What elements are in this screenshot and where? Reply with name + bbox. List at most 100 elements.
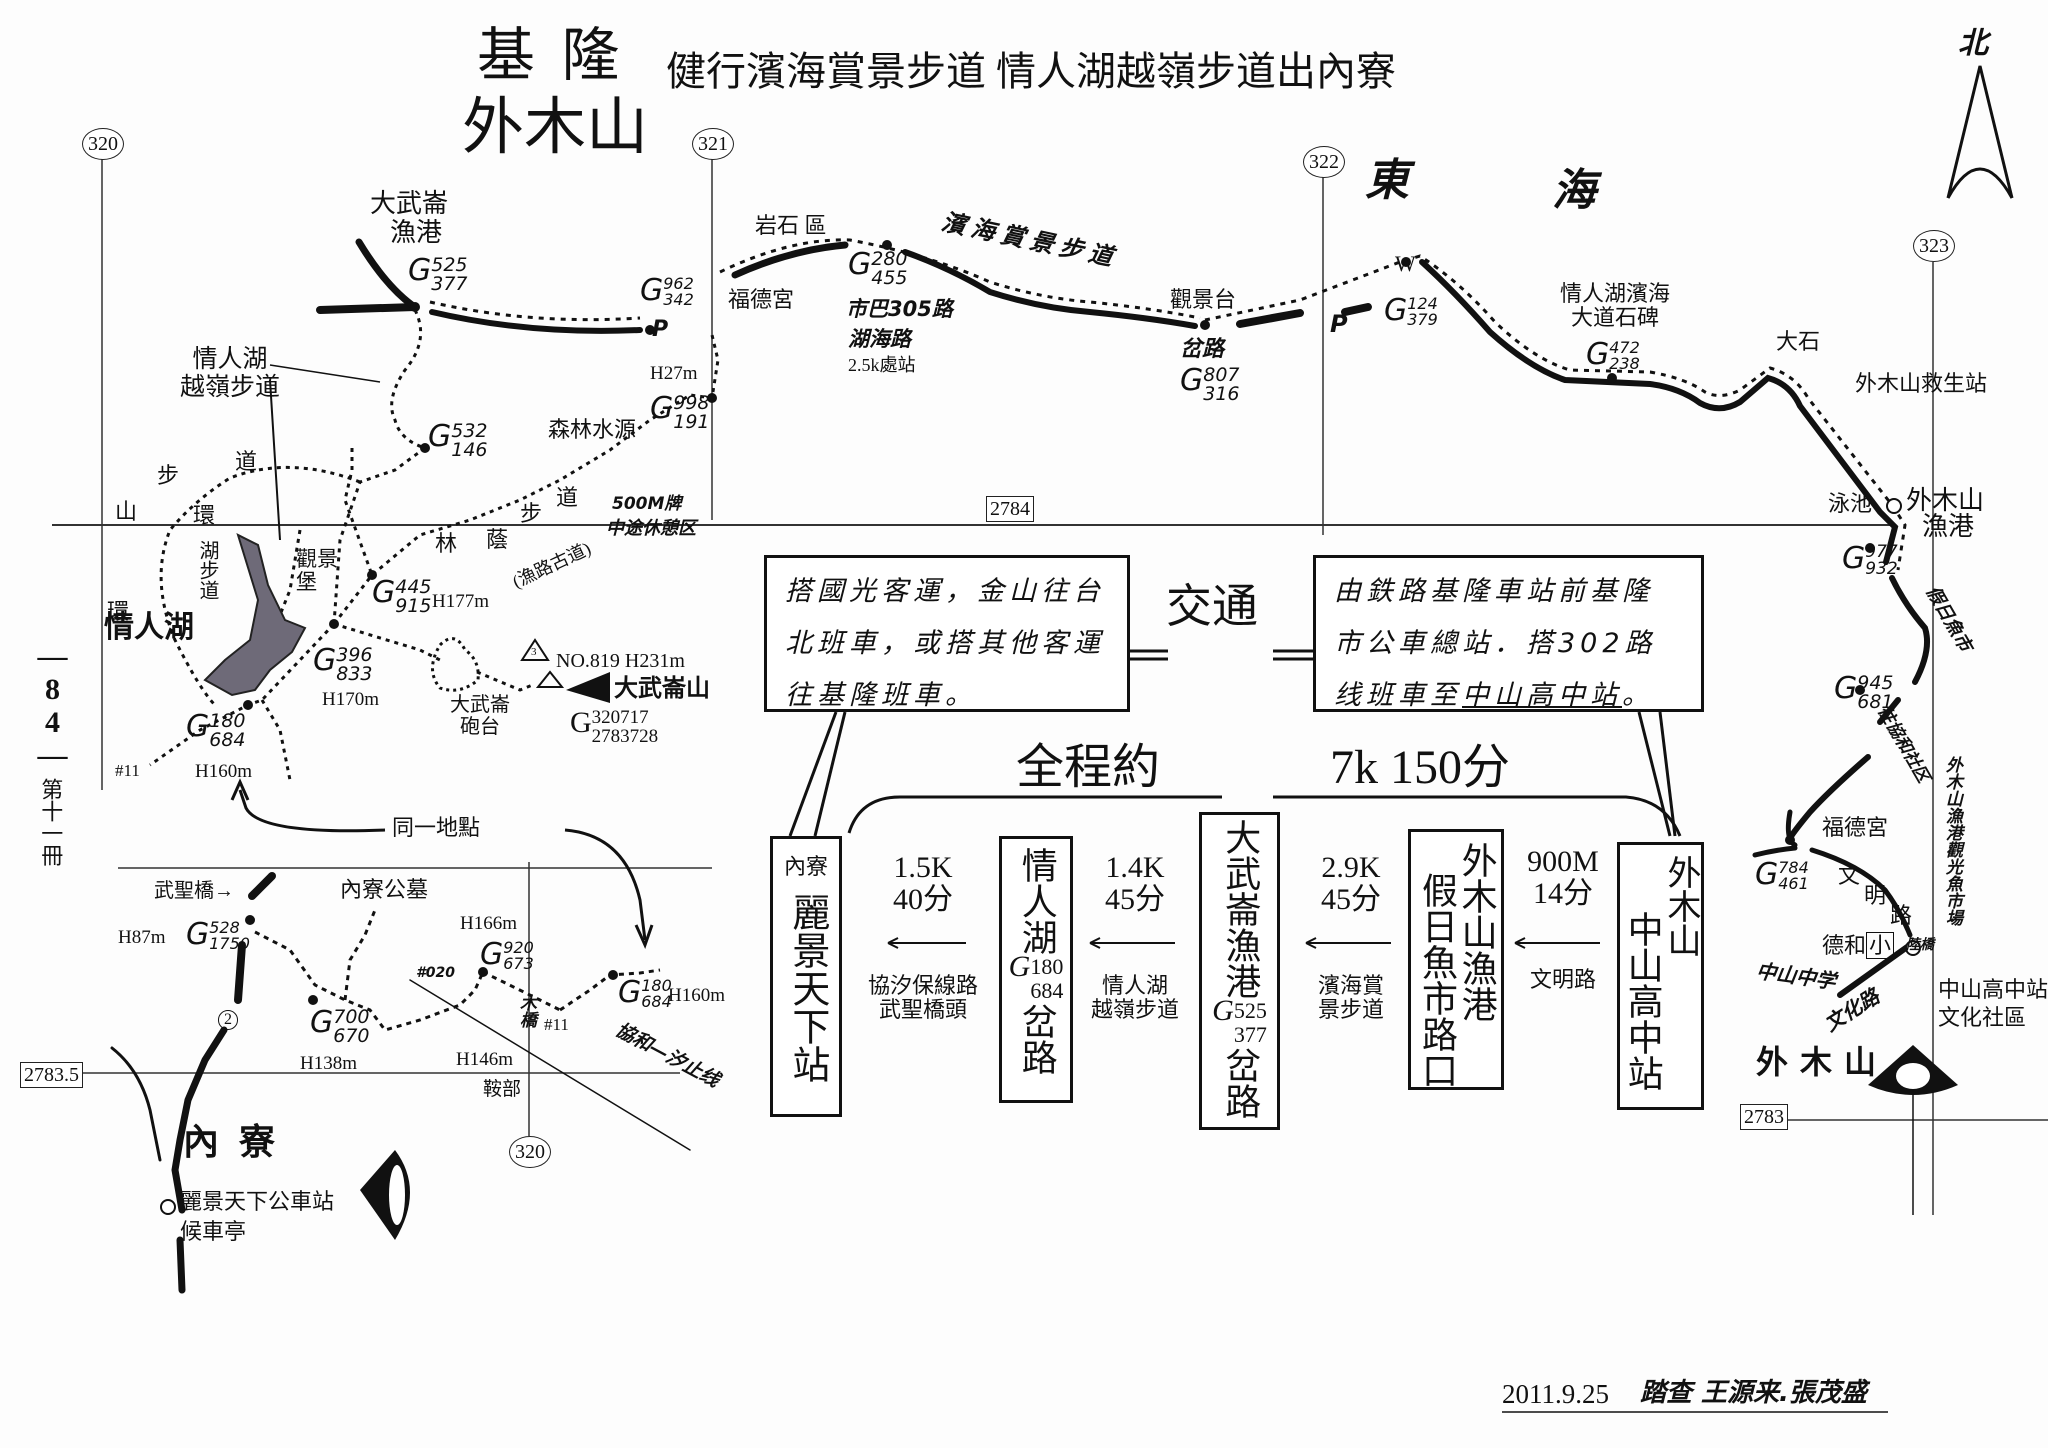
grid-lines <box>20 157 2048 1215</box>
gps-b: 684 <box>1030 978 1064 1003</box>
label-line: 漁港 <box>390 217 443 247</box>
bus-stop-icon <box>160 1199 176 1215</box>
gps-a: 784 <box>1778 858 1809 877</box>
label-post-11: #11 <box>115 761 140 780</box>
gps-b: 673 <box>503 954 534 973</box>
segment-4: 900M 14分 文明路 <box>1508 846 1618 992</box>
label-h138: H138m <box>300 1053 357 1074</box>
gps-b: 2783728 <box>591 726 659 747</box>
segment-distance: 2.9K <box>1321 851 1381 884</box>
gps-a: 532 <box>451 420 488 442</box>
segment-arrows <box>887 937 1600 949</box>
north-label: 北 <box>1958 26 1988 61</box>
gps-b: 1750 <box>209 934 250 953</box>
gps-a: 180 <box>209 710 246 732</box>
transport-heading: 交通 <box>1166 581 1258 632</box>
gps-g: G <box>1008 950 1031 983</box>
label-line: 外木山 <box>1906 486 1985 515</box>
label-to-port-market: 外木山漁港觀光魚市場 <box>1941 756 1962 926</box>
station-name-col-right: 外木山漁港 <box>1456 842 1497 1022</box>
label-linyin-bu: 步 <box>520 501 543 526</box>
station-name-suffix: 岔路 <box>1220 1047 1261 1119</box>
label-loop-bu: 步 <box>157 463 180 488</box>
station-name: 情人湖 <box>1016 847 1057 955</box>
gps-b: 316 <box>1203 383 1240 405</box>
label-rest-area: 中途休憩区 <box>606 518 696 539</box>
segment-route: 越嶺步道 <box>1090 997 1179 1022</box>
label-dawulun-port: 大武崙 漁港 <box>370 189 449 247</box>
transport-box-right: 由鉄路基隆車站前基隆市公車總站．搭302路线班車至中山高中站。 <box>1313 555 1704 712</box>
label-linyin-lin: 林 <box>435 531 458 556</box>
segment-time: 45分 <box>1105 883 1165 916</box>
pointer-line <box>269 364 381 383</box>
label-saddle: 鞍部 <box>483 1079 522 1100</box>
mountain-trails <box>149 309 720 781</box>
label-pool: 泳池 <box>1828 491 1873 516</box>
label-cemetery: 內寮公墓 <box>340 877 429 902</box>
gps-b: 461 <box>1778 874 1809 893</box>
same-point-arrows <box>230 778 654 950</box>
label-lifeguard: 外木山救生站 <box>1855 371 1988 396</box>
label-post-11-lower: #11 <box>544 1015 569 1034</box>
label-loop-dao: 道 <box>235 449 258 474</box>
lovers-lake-shape <box>203 533 307 697</box>
gps-a: 280 <box>871 248 908 270</box>
segment-3: 2.9K 45分 濱海賞 景步道 <box>1296 852 1406 1022</box>
label-line: 大武崙 <box>370 189 449 218</box>
label-wenming-1: 文 <box>1838 863 1861 888</box>
parking-mark-1: P <box>652 317 669 342</box>
transport-right-suffix: 。 <box>1622 680 1654 711</box>
station-sub: 內寮 <box>783 854 828 879</box>
gps-b: 146 <box>451 439 488 461</box>
volume-label: 第十一冊 <box>38 778 64 866</box>
label-lovers-trail: 情人湖 越嶺步道 <box>180 346 280 401</box>
station-name: 麗景天下站 <box>785 893 828 1084</box>
segment-route: 景步道 <box>1317 997 1384 1022</box>
label-wenming-2: 明 <box>1864 883 1887 908</box>
label-fude-temple-right: 福德宮 <box>1822 815 1889 840</box>
segment-time: 14分 <box>1533 877 1593 910</box>
gps-a: 320717 <box>591 707 649 728</box>
grid-label-322: 322 <box>1303 146 1345 178</box>
triangulation-icon <box>520 638 550 661</box>
gps-a: 445 <box>395 576 432 598</box>
label-wusheng-bridge: 武聖橋→ <box>154 880 234 902</box>
grid-label-320: 320 <box>82 128 124 160</box>
gps-a: 945 <box>1857 672 1894 694</box>
label-bus-shelter: 候車亭 <box>180 1219 247 1244</box>
label-w-mark: W <box>1395 251 1416 276</box>
label-line: 砲台 <box>460 716 500 738</box>
label-lake-trail: 湖步道 <box>196 540 218 600</box>
title-place-line1: 基 隆 <box>477 23 626 88</box>
school-icon: 小 <box>1866 932 1895 959</box>
grid-label-320-lower: 320 <box>509 1136 551 1168</box>
label-loop-huan: 環 <box>193 503 216 528</box>
waypoint-dots <box>243 240 1875 845</box>
gps-a: 525 <box>1233 998 1267 1023</box>
label-lovers-lake: 情人湖 <box>104 610 194 645</box>
label-dehe-text: 德和 <box>1822 933 1867 958</box>
grid-label-2783-5: 2783.5 <box>20 1062 83 1088</box>
summit-icon <box>535 670 565 688</box>
gps-a: 807 <box>1203 364 1240 386</box>
label-stele: 情人湖濱海 大道石碑 <box>1560 281 1670 331</box>
lower-route <box>110 872 691 1294</box>
segment-route: 武聖橋頭 <box>878 997 967 1022</box>
coastal-trail-dotted <box>429 238 1907 571</box>
gps-a: 528 <box>209 918 240 937</box>
label-bus-305: 市巴305路 <box>846 297 953 321</box>
segment-1: 1.5K 40分 協汐保線路 武聖橋頭 <box>868 852 978 1022</box>
segment-distance: 900M <box>1527 845 1599 878</box>
label-wenhua-community: 文化社區 <box>1938 1005 2027 1030</box>
label-line: 大道石碑 <box>1571 305 1660 331</box>
